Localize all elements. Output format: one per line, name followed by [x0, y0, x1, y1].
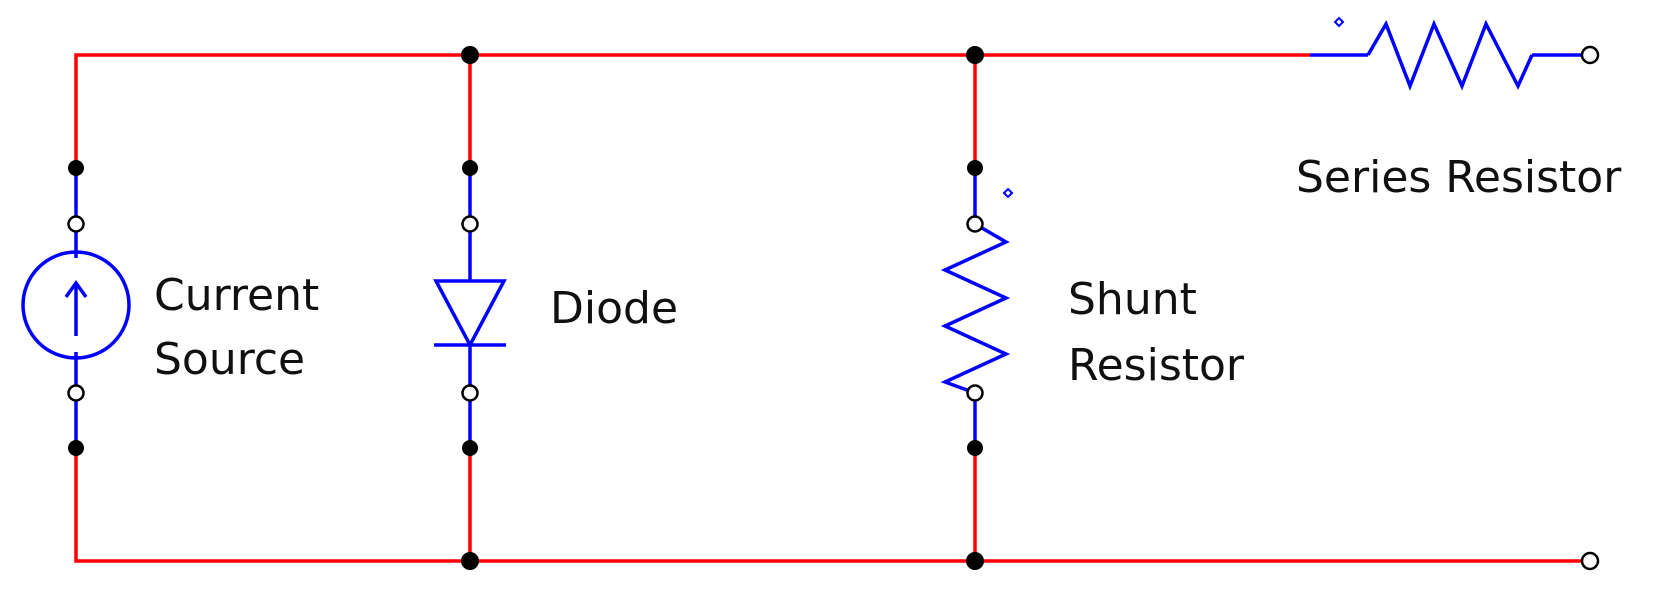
node-dot [967, 160, 983, 176]
junction-dots [68, 46, 984, 570]
open-terminals [67, 45, 1600, 571]
shunt-polarity-mark [1002, 187, 1014, 199]
pin-terminal [67, 215, 85, 233]
top-rail-wire [74, 53, 1310, 168]
node-dot [68, 160, 84, 176]
pin-terminal [461, 384, 479, 402]
node-dot [461, 552, 479, 570]
series-resistor-label: Series Resistor [1296, 152, 1622, 203]
series-polarity-mark [1333, 16, 1345, 28]
current-source-label-line2: Source [154, 334, 305, 385]
series-resistor[interactable] [1310, 16, 1588, 91]
bottom-rail-wire [74, 448, 1588, 563]
shunt-resistor-label-line2: Resistor [1068, 340, 1245, 391]
series-zigzag [1366, 19, 1534, 91]
output-terminal-bottom [1580, 551, 1600, 571]
node-dot [462, 160, 478, 176]
wires [74, 53, 1588, 563]
output-terminal-top [1580, 45, 1600, 65]
diode-label: Diode [550, 283, 678, 334]
shunt-resistor-label-line1: Shunt [1068, 274, 1197, 325]
node-dot [68, 440, 84, 456]
pin-terminal [966, 384, 984, 402]
pin-terminal [966, 215, 984, 233]
node-dot [966, 46, 984, 64]
current-source-label-line1: Current [154, 270, 319, 321]
shunt-resistor[interactable] [940, 168, 1014, 448]
diode[interactable] [433, 168, 507, 448]
pin-terminal [67, 384, 85, 402]
pin-terminal [461, 215, 479, 233]
arrow-up-icon [64, 279, 88, 336]
current-source[interactable] [21, 168, 131, 448]
shunt-zigzag [940, 222, 1011, 395]
node-dot [967, 440, 983, 456]
node-dot [461, 46, 479, 64]
node-dot [462, 440, 478, 456]
diode-triangle [433, 279, 507, 349]
node-dot [966, 552, 984, 570]
